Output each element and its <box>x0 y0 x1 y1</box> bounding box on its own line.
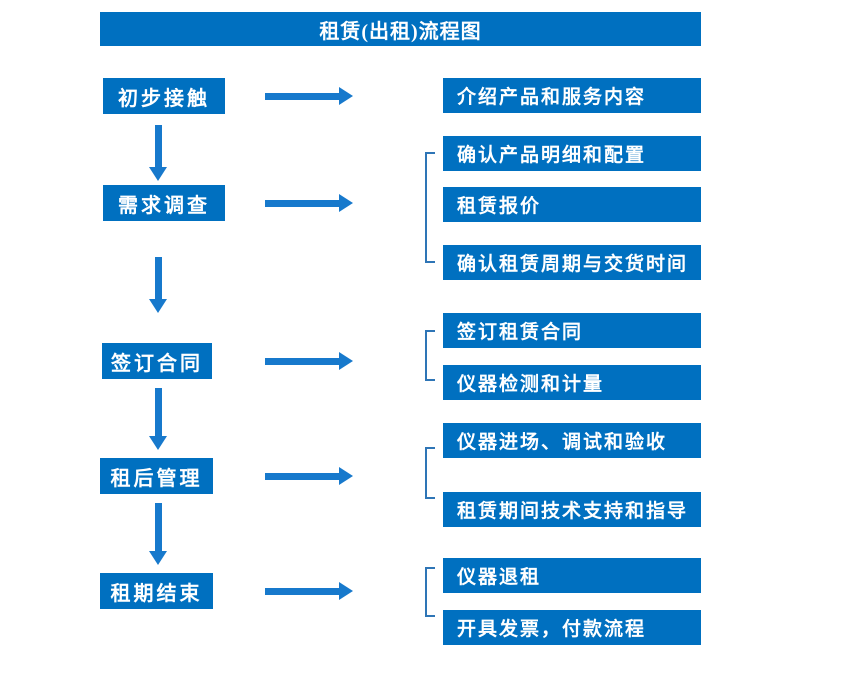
bracket-sign-contract-group <box>425 330 435 381</box>
detail-box-instrument-entry-acceptance: 仪器进场、调试和验收 <box>443 423 701 458</box>
step-box-post-rental-management: 租后管理 <box>100 458 213 494</box>
down-arrow-head <box>149 167 167 181</box>
right-arrow-2 <box>265 194 353 212</box>
down-arrow-4 <box>149 503 167 565</box>
down-arrow-2 <box>149 257 167 313</box>
right-arrow-head <box>339 194 353 212</box>
detail-box-sign-rental-contract: 签订租赁合同 <box>443 313 701 348</box>
detail-box-introduce-products: 介绍产品和服务内容 <box>443 78 701 113</box>
bracket-demand-survey-group <box>425 152 435 263</box>
detail-box-instrument-return: 仪器退租 <box>443 558 701 593</box>
down-arrow-3 <box>149 388 167 450</box>
detail-box-instrument-testing: 仪器检测和计量 <box>443 365 701 400</box>
right-arrow-5 <box>265 582 353 600</box>
right-arrow-4 <box>265 467 353 485</box>
detail-box-rental-quote: 租赁报价 <box>443 187 701 222</box>
right-arrow-shaft <box>265 199 340 207</box>
detail-box-invoice-payment: 开具发票，付款流程 <box>443 610 701 645</box>
detail-box-confirm-period-delivery: 确认租赁周期与交货时间 <box>443 245 701 280</box>
right-arrow-shaft <box>265 92 340 100</box>
down-arrow-shaft <box>154 388 162 437</box>
step-box-initial-contact: 初步接触 <box>103 78 225 114</box>
detail-box-tech-support: 租赁期间技术支持和指导 <box>443 492 701 527</box>
down-arrow-shaft <box>154 125 162 168</box>
down-arrow-head <box>149 551 167 565</box>
down-arrow-1 <box>149 125 167 181</box>
bracket-rental-end-group <box>425 567 435 617</box>
down-arrow-head <box>149 436 167 450</box>
right-arrow-3 <box>265 352 353 370</box>
right-arrow-head <box>339 352 353 370</box>
detail-box-confirm-product-config: 确认产品明细和配置 <box>443 136 701 171</box>
step-box-sign-contract: 签订合同 <box>102 343 212 379</box>
right-arrow-head <box>339 87 353 105</box>
right-arrow-shaft <box>265 357 340 365</box>
down-arrow-head <box>149 299 167 313</box>
step-box-rental-end: 租期结束 <box>100 573 213 609</box>
right-arrow-head <box>339 467 353 485</box>
right-arrow-head <box>339 582 353 600</box>
down-arrow-shaft <box>154 503 162 552</box>
bracket-post-rental-group <box>425 447 435 499</box>
down-arrow-shaft <box>154 257 162 300</box>
step-box-demand-survey: 需求调查 <box>103 185 225 221</box>
right-arrow-1 <box>265 87 353 105</box>
right-arrow-shaft <box>265 472 340 480</box>
flowchart-title: 租赁(出租)流程图 <box>100 12 701 46</box>
right-arrow-shaft <box>265 587 340 595</box>
